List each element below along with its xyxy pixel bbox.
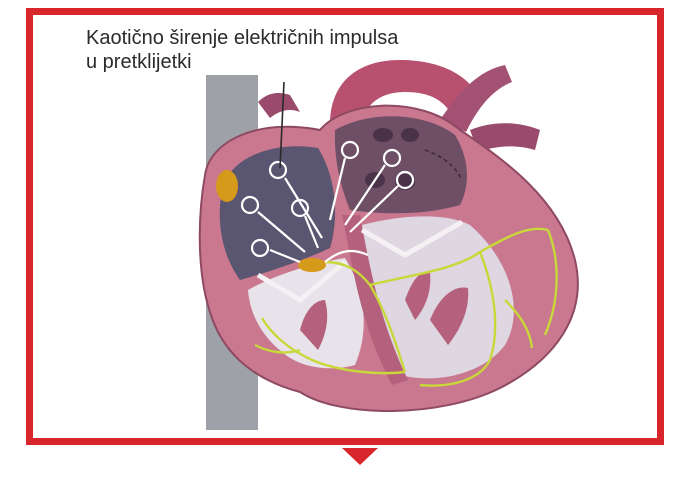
annotation-label: Kaotično širenje električnih impulsa u p… xyxy=(86,26,466,74)
pulmonary-vein-left xyxy=(258,93,300,118)
left-atrium xyxy=(335,116,467,213)
frame-pointer-arrow xyxy=(342,448,378,465)
vein-opening xyxy=(373,128,393,142)
annotation-line-2: u pretklijetki xyxy=(86,50,466,74)
atrioventricular-node xyxy=(298,258,326,272)
sinoatrial-node xyxy=(216,170,238,202)
vein-opening xyxy=(401,128,419,142)
annotation-line-1: Kaotično širenje električnih impulsa xyxy=(86,26,466,50)
